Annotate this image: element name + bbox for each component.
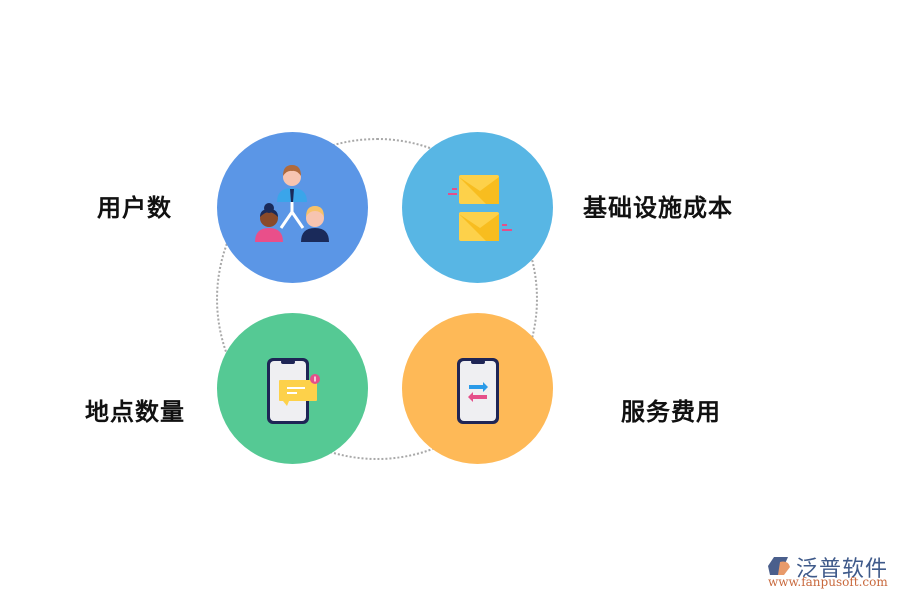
- users-label: 用户数: [97, 194, 172, 222]
- infrastructure-label: 基础设施成本: [583, 194, 733, 222]
- locations-node: [217, 313, 368, 464]
- service-node: [402, 313, 553, 464]
- infrastructure-node: [402, 132, 553, 283]
- user-hierarchy-icon: [255, 165, 329, 242]
- logo-mark-icon: [768, 557, 790, 575]
- locations-label: 地点数量: [85, 398, 185, 426]
- service-label: 服务费用: [621, 398, 721, 426]
- users-node: [217, 132, 368, 283]
- phone-transfer-icon: [457, 358, 499, 424]
- logo-name: 泛普软件: [796, 557, 889, 582]
- brand-logo: 泛普软件 www.fanpusoft.com: [768, 553, 893, 593]
- envelopes-icon: [448, 175, 512, 241]
- dotted-ring: [216, 138, 538, 460]
- phone-notification-icon: [267, 358, 320, 424]
- logo-url: www.fanpusoft.com: [768, 575, 888, 589]
